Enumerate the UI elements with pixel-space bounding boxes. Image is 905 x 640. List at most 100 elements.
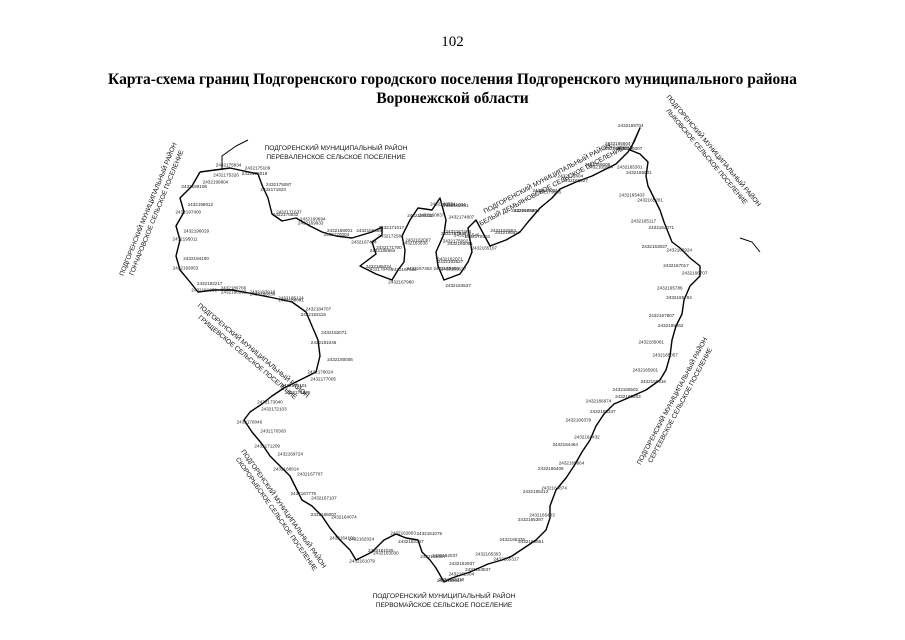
boundary-point-label: 2432162071 xyxy=(437,257,463,262)
boundary-point-label: 2432175109 xyxy=(245,166,271,171)
boundary-point-label: 2432165501 xyxy=(626,170,652,175)
boundary-point-label: 2432166974 xyxy=(586,398,612,403)
boundary-point-label: 2432169804 xyxy=(433,266,459,271)
boundary-point-label: 2432165403 xyxy=(619,192,645,197)
boundary-point-label: 2432196029 xyxy=(184,228,210,233)
boundary-point-label: 2432165007 xyxy=(311,512,337,517)
boundary-point-label: 2432167807 xyxy=(649,313,675,318)
boundary-point-label: 2432162387 xyxy=(398,539,424,544)
boundary-point-label: 2432165376 xyxy=(499,537,525,542)
boundary-point-label: 2432171637 xyxy=(276,209,302,214)
boundary-point-label: 2432170046 xyxy=(237,419,263,424)
boundary-point-label: 2432199804 xyxy=(203,180,229,185)
boundary-point-label: 2432169627 xyxy=(441,267,467,272)
boundary-point-label: 2432162937 xyxy=(449,561,475,566)
boundary-point-label: 2432167846 xyxy=(441,231,467,236)
boundary-point-label: 2432184707 xyxy=(306,307,332,312)
boundary-point-label: 2432165107 xyxy=(471,246,497,251)
boundary-point-label: 2432190503 xyxy=(221,290,247,295)
boundary-point-label: 2432165303 xyxy=(475,551,501,556)
boundary-point-label: 2432160837 xyxy=(419,213,445,218)
boundary-point-label: 2432165061 xyxy=(638,340,664,345)
boundary-point-label: 2432167494 xyxy=(351,240,377,245)
boundary-point-label: 2432169694 xyxy=(300,217,326,222)
boundary-point-label: 2432172103 xyxy=(261,407,287,412)
boundary-point-label: 2432169404 xyxy=(514,208,540,213)
boundary-point-label: 2432175834 xyxy=(216,163,242,168)
boundary-point-label: 2432165201 xyxy=(637,197,663,202)
boundary-point-label: 2432166409 xyxy=(538,466,564,471)
boundary-point-label: 2432166094 xyxy=(602,146,628,151)
boundary-point-label: 2432168827 xyxy=(562,178,588,183)
boundary-point-label: 2432167107 xyxy=(311,495,337,500)
boundary-point-label: 2432165301 xyxy=(617,164,643,169)
boundary-point-label: 2432166488 xyxy=(356,228,382,233)
boundary-point-label: 2432162307 xyxy=(420,554,446,559)
boundary-point-label: 2432164071 xyxy=(649,225,675,230)
neighbor-label-west-top: ПОДГОРЕНСКИЙ МУНИЦИПАЛЬНЫЙ РАЙОН xyxy=(117,141,179,277)
boundary-point-label: 2432167980 xyxy=(388,280,414,285)
boundary-point-label: 2432185124 xyxy=(278,296,304,301)
boundary-point-label: 2432165664 xyxy=(559,461,585,466)
boundary-point-label: 2432170504 xyxy=(464,234,490,239)
boundary-point-label: 2432165516 xyxy=(640,379,666,384)
boundary-point-label: 2432165117 xyxy=(631,218,657,223)
boundary-point-label: 2432171017 xyxy=(379,225,405,230)
boundary-point-label: 2432165694 xyxy=(588,164,614,169)
inner-branch-line xyxy=(221,139,249,170)
boundary-point-label: 2432162037 xyxy=(432,553,458,558)
boundary-point-label: 2432166707 xyxy=(682,271,708,276)
neighbor-label-west-middle: ГРИЩЕВСКОЕ СЕЛЬСКОЕ ПОСЕЛЕНИЕ xyxy=(196,314,298,401)
boundary-point-label: 2432170542 xyxy=(273,212,299,217)
boundary-point-label: 2432170004 xyxy=(324,232,350,237)
boundary-point-label: 2432163030 xyxy=(373,551,399,556)
boundary-point-label: 2432180006 xyxy=(327,357,353,362)
boundary-point-label: 2432165317 xyxy=(493,556,519,561)
boundary-point-label: 2432165412 xyxy=(523,489,549,494)
boundary-point-label: 2432171823 xyxy=(260,187,286,192)
boundary-point-label: 2432175019 xyxy=(242,171,268,176)
boundary-point-label: 2432167502 xyxy=(391,267,417,272)
boundary-point-label: 2432162863 xyxy=(390,530,416,535)
boundary-point-label: 2432166009 xyxy=(585,162,611,167)
boundary-point-label: 2432181046 xyxy=(311,340,337,345)
boundary-point-label: 2432164464 xyxy=(552,442,578,447)
boundary-point-labels: 2432175326 243217583424321750192432175109… xyxy=(172,123,707,583)
neighbor-label-south: ПЕРВОМАЙСКОЕ СЕЛЬСКОЕ ПОСЕЛЕНИЕ xyxy=(376,600,513,609)
boundary-point-label: 2432178024 xyxy=(308,369,334,374)
boundary-point-label: 2432175326 xyxy=(213,172,239,177)
boundary-point-label: 2432173040 xyxy=(257,400,283,405)
boundary-point-label: 2432172404 xyxy=(558,173,584,178)
boundary-point-label: 2432187018 xyxy=(250,290,276,295)
boundary-point-label: 2432165862 xyxy=(658,323,684,328)
boundary-point-label: 2432167920 xyxy=(511,208,537,213)
boundary-point-label: 2432166617 xyxy=(495,230,521,235)
boundary-point-label: 2432175101 xyxy=(281,383,307,388)
boundary-point-label: 2432164101 xyxy=(330,536,356,541)
boundary-point-label: 2432165007 xyxy=(617,146,643,151)
boundary-point-label: 2432165704 xyxy=(618,123,644,128)
boundary-point-label: 2432167707 xyxy=(297,471,323,476)
boundary-point-label: 2432162007 xyxy=(405,238,431,243)
boundary-point-label: 2432163627 xyxy=(438,259,464,264)
boundary-point-label: 2432165403 xyxy=(529,513,555,518)
boundary-point-label: 2432162024 xyxy=(349,537,375,542)
boundary-point-label: 2432169933 xyxy=(298,221,324,226)
boundary-point-label: 2432162341 xyxy=(443,203,469,208)
boundary-point-label: 2432191602 xyxy=(191,287,217,292)
boundary-point-label: 2432167462 xyxy=(406,266,432,271)
boundary-point-label: 2432171209 xyxy=(254,443,280,448)
boundary-point-label: 2432199105 xyxy=(181,184,207,189)
neighbor-label-north-west: ПЕРЕВАЛЕНСКОЕ СЕЛЬСКОЕ ПОСЕЛЕНИЕ xyxy=(266,154,406,161)
boundary-point-label: 2432182071 xyxy=(321,330,347,335)
boundary-point-label: 2432161075 xyxy=(417,531,443,536)
boundary-point-label: 2432163030 xyxy=(402,240,428,245)
boundary-point-label: 2432165502 xyxy=(613,387,639,392)
boundary-point-label: 2432160531 xyxy=(430,201,456,206)
boundary-point-label: 2432161034 xyxy=(440,202,466,207)
boundary-point-label: 2432193053 xyxy=(173,265,199,270)
boundary-point-label: 2432166081 xyxy=(447,241,473,246)
boundary-point-label: 2432194100 xyxy=(183,256,209,261)
boundary-point-label: 2432177005 xyxy=(310,376,336,381)
